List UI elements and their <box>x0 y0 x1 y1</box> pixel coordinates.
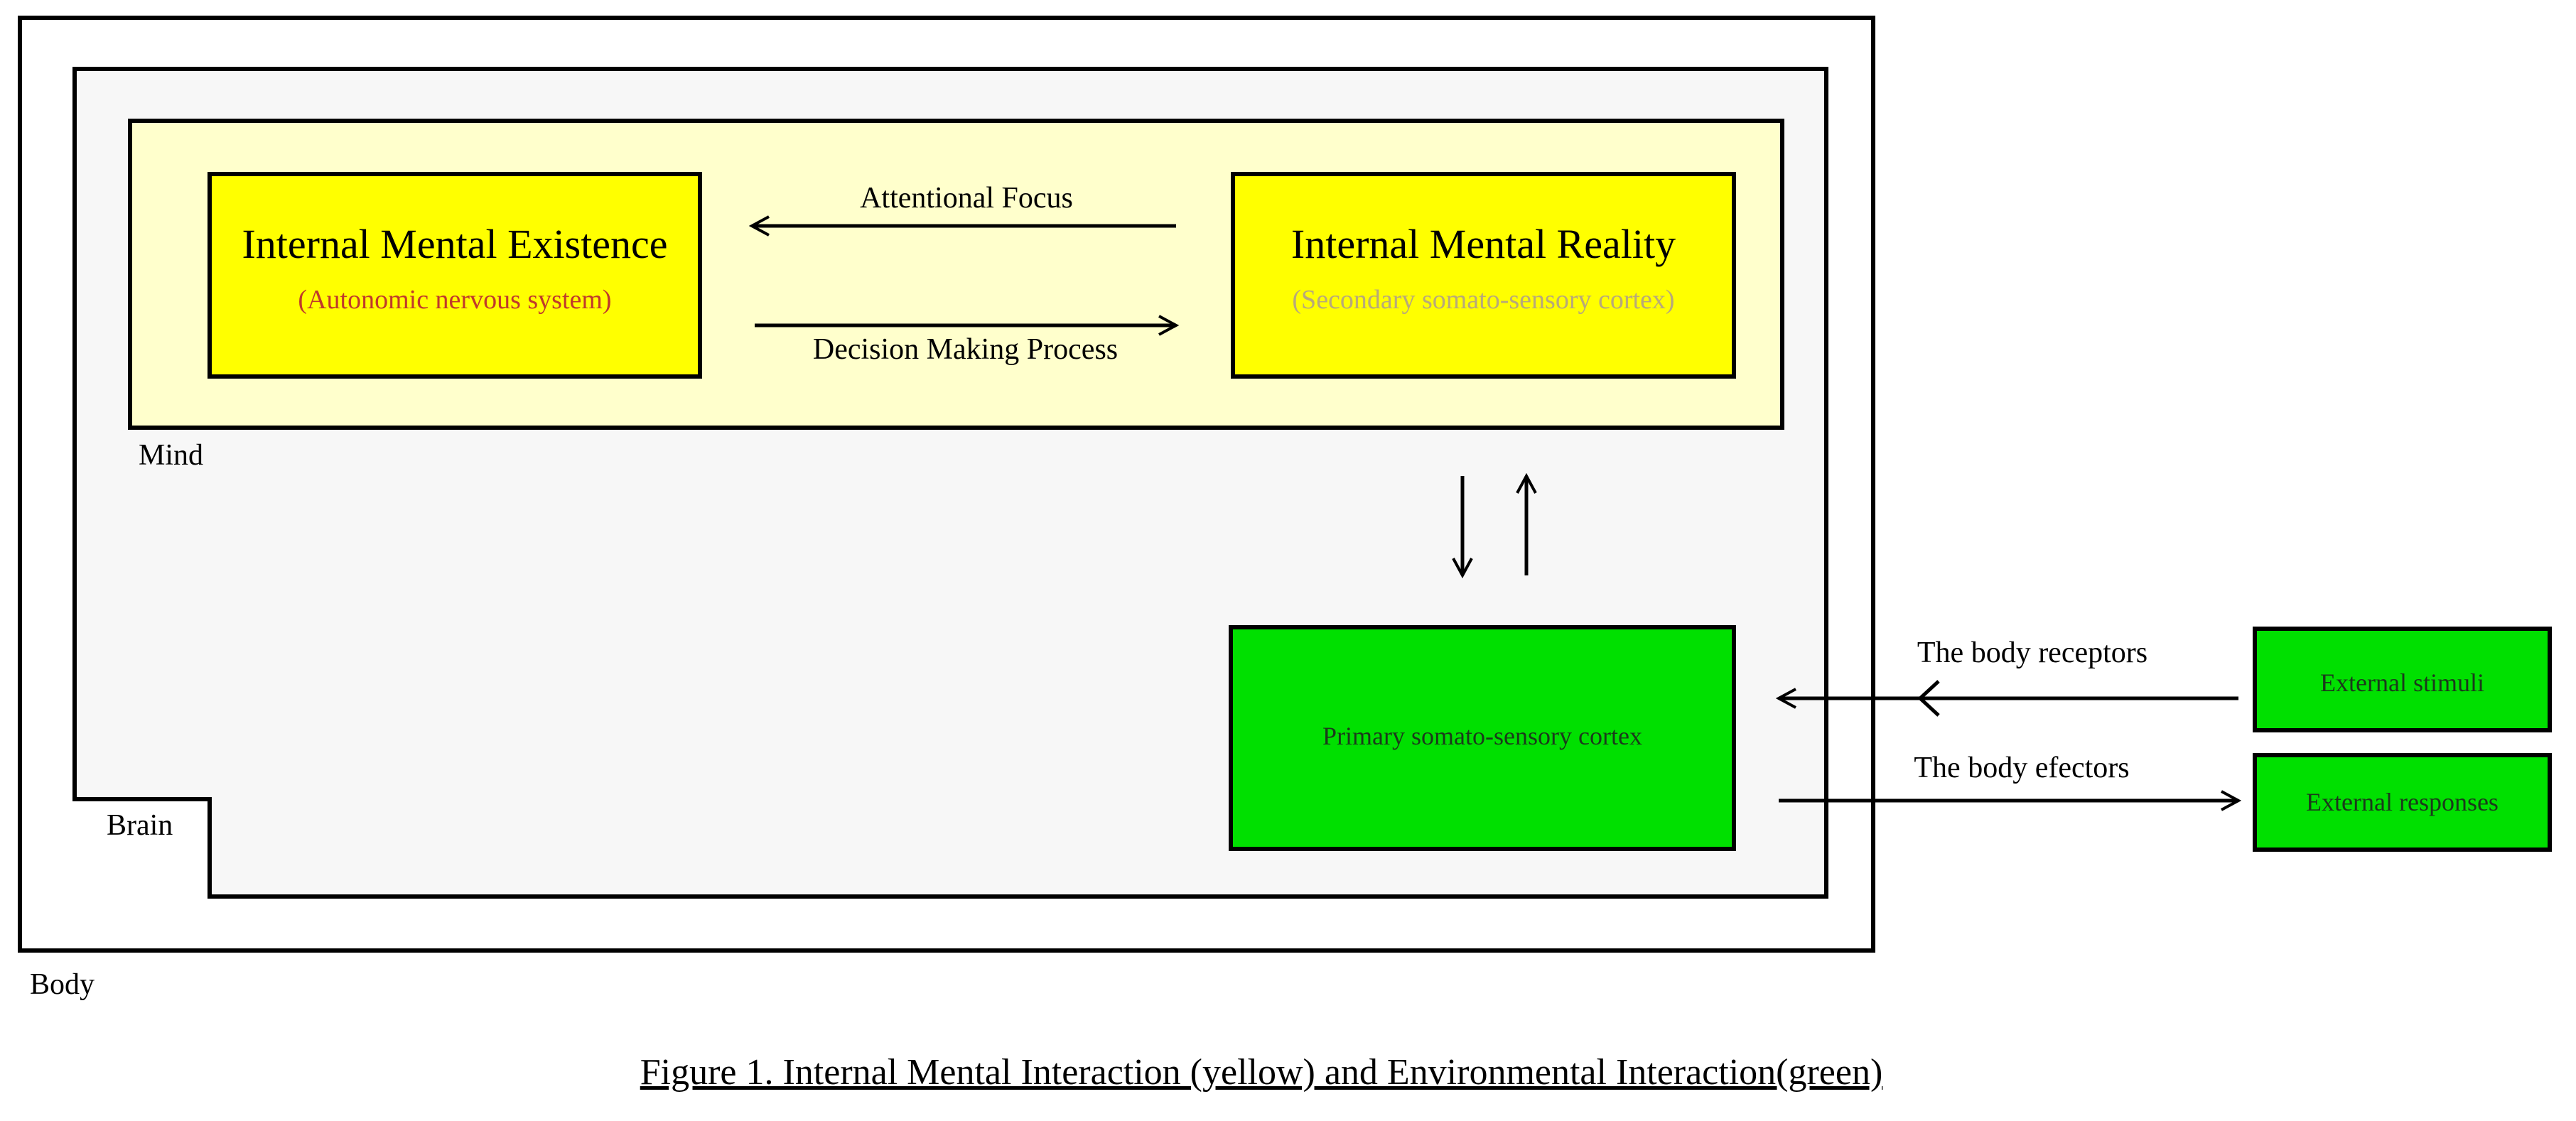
reality-box <box>1231 172 1736 379</box>
attentional-focus-label: Attentional Focus <box>860 182 1073 215</box>
existence-title: Internal Mental Existence <box>242 221 668 267</box>
figure-caption: Figure 1. Internal Mental Interaction (y… <box>640 1052 1883 1093</box>
external-responses-label: External responses <box>2306 788 2499 816</box>
primary-cortex-label: Primary somato-sensory cortex <box>1322 722 1642 750</box>
body-receptors-label: The body receptors <box>1917 637 2148 669</box>
brain-label: Brain <box>107 809 173 842</box>
external-stimuli-label: External stimuli <box>2320 668 2484 697</box>
primary-cortex-box <box>1229 625 1736 851</box>
body-label: Body <box>30 968 95 1001</box>
reality-subtitle: (Secondary somato-sensory cortex) <box>1292 285 1675 315</box>
external-responses-box <box>2253 753 2552 852</box>
existence-box <box>208 172 702 379</box>
existence-subtitle: (Autonomic nervous system) <box>298 285 612 315</box>
external-stimuli-box <box>2253 627 2552 732</box>
reality-title: Internal Mental Reality <box>1290 221 1676 267</box>
decision-making-label: Decision Making Process <box>812 333 1119 366</box>
mind-label: Mind <box>139 439 204 472</box>
body-efectors-label: The body efectors <box>1914 752 2130 784</box>
body-receptors-mid-arrowhead <box>1917 680 1940 717</box>
